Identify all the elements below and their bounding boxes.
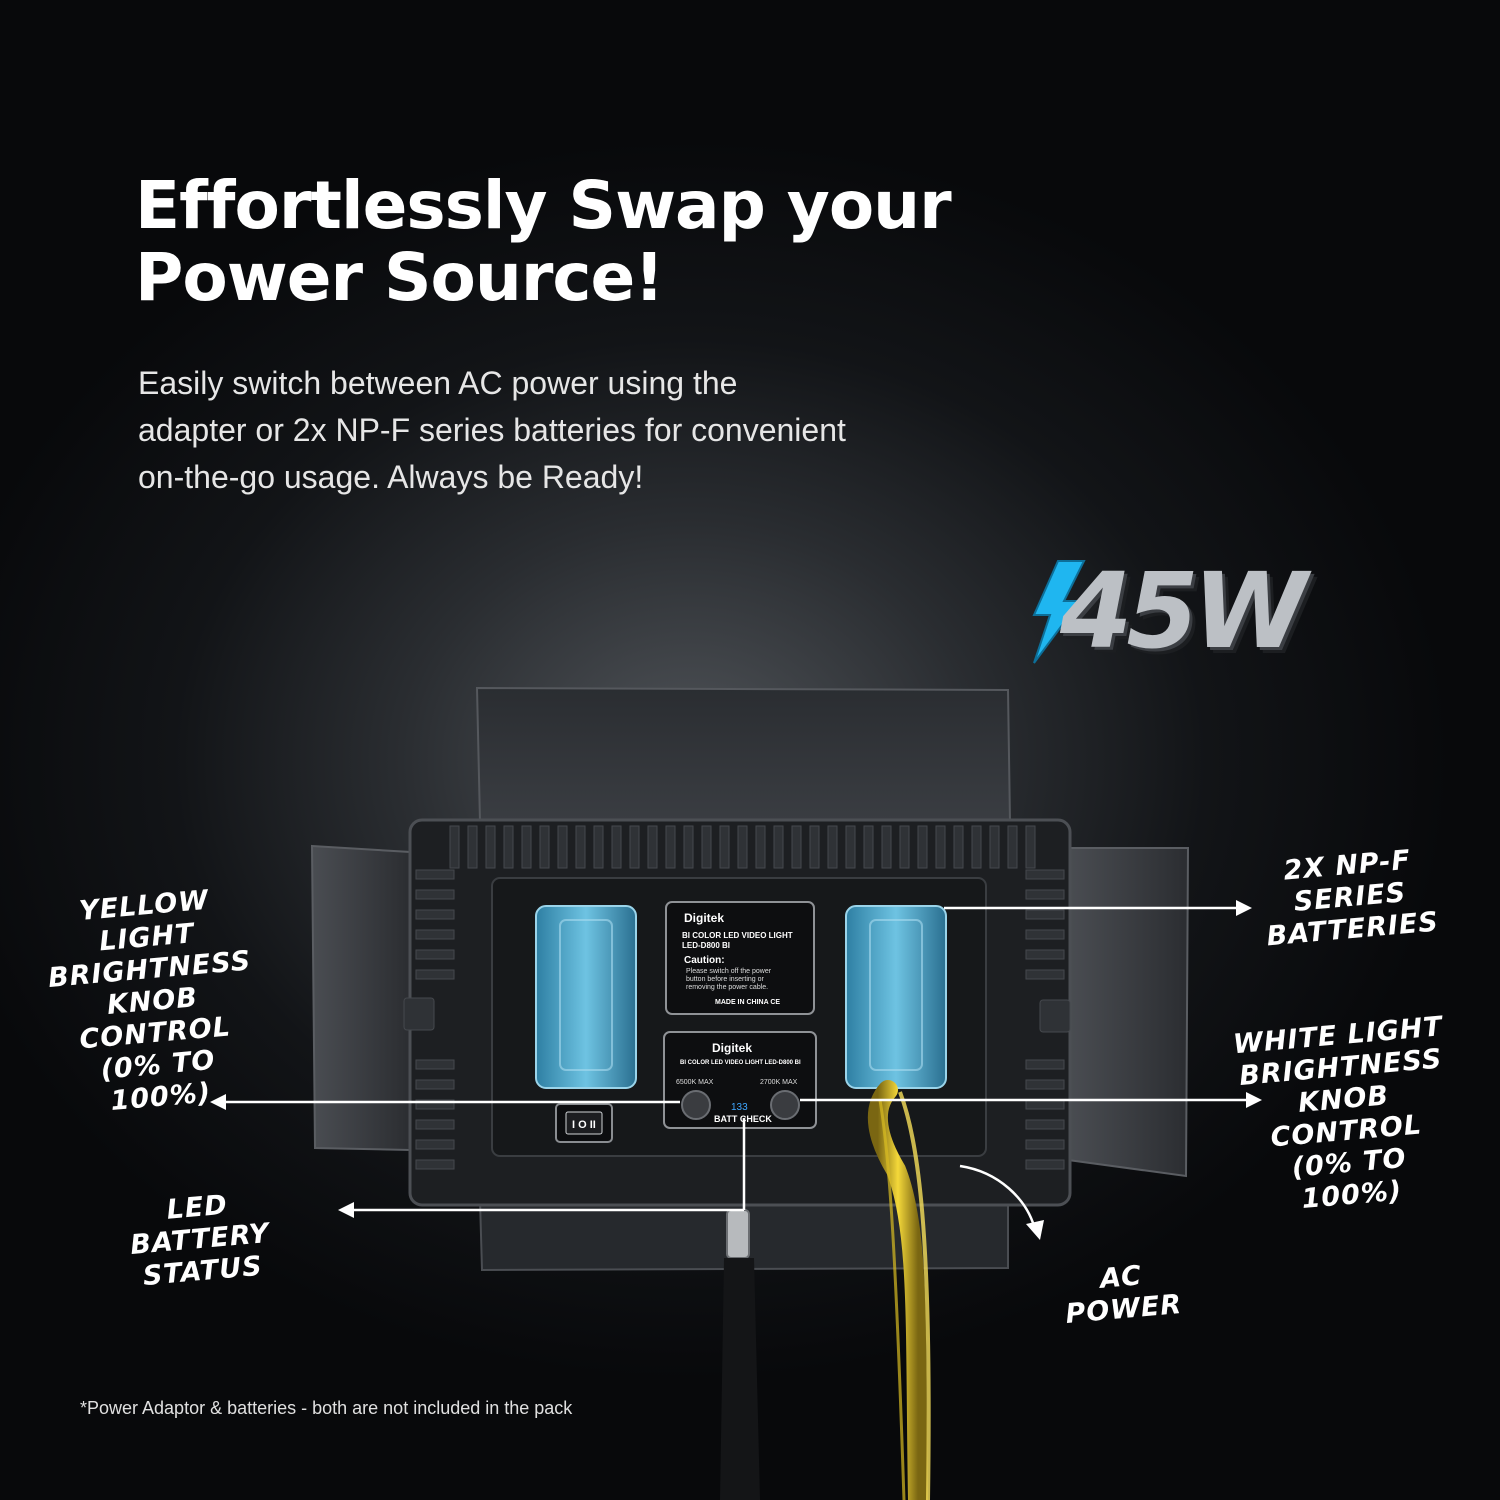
barn-doors bbox=[310, 686, 1190, 1272]
panel-brand-text: Digitek bbox=[712, 1041, 752, 1055]
caution-line-1: Please switch off the power bbox=[686, 968, 772, 975]
description: Easily switch between AC power using the… bbox=[138, 360, 998, 501]
headline: Effortlessly Swap your Power Source! bbox=[135, 170, 1035, 314]
ac-power-arrow-head bbox=[1026, 1220, 1044, 1240]
cool-brightness-knob bbox=[681, 1090, 711, 1120]
top-barn-door bbox=[475, 686, 1012, 823]
headline-line-2: Power Source! bbox=[135, 239, 664, 316]
wattage-badge: 45W bbox=[1020, 555, 1360, 670]
caution-line-3: removing the power cable. bbox=[686, 984, 768, 991]
caution-title: Caution: bbox=[684, 955, 725, 966]
description-line-3: on-the-go usage. Always be Ready! bbox=[138, 459, 644, 495]
power-switch: I O II bbox=[555, 1103, 613, 1143]
brand-text: Digitek bbox=[684, 911, 724, 925]
origin-text: MADE IN CHINA CE bbox=[715, 999, 780, 1006]
callout-battery-status: LED Battery Status bbox=[91, 1183, 309, 1297]
callout-batteries: 2x NP-F Series Batteries bbox=[1251, 842, 1449, 954]
headline-line-1: Effortlessly Swap your bbox=[135, 167, 952, 244]
battery-display: 133 bbox=[731, 1102, 748, 1113]
description-line-1: Easily switch between AC power using the bbox=[138, 365, 738, 401]
control-panel: Digitek BI COLOR LED VIDEO LIGHT LED-D80… bbox=[663, 1031, 817, 1129]
disclaimer-footnote: *Power Adaptor & batteries - both are no… bbox=[80, 1398, 573, 1418]
lightning-bolt-icon bbox=[1032, 560, 1086, 664]
ac-power-cable bbox=[867, 1080, 931, 1500]
batteries-arrow-head bbox=[1236, 900, 1252, 916]
white-knob-arrow-head bbox=[1246, 1092, 1262, 1108]
battery-status-arrow-head bbox=[338, 1202, 354, 1218]
model-line-1: BI COLOR LED VIDEO LIGHT bbox=[682, 931, 793, 940]
battery-left bbox=[535, 905, 637, 1089]
battery-right bbox=[845, 905, 947, 1089]
callout-white-knob: White Light Brightness Knob Control (0% … bbox=[1227, 1011, 1463, 1221]
model-line-2: LED-D800 BI bbox=[682, 941, 730, 950]
left-barn-door bbox=[310, 844, 411, 1152]
caution-line-2: button before inserting or bbox=[686, 976, 764, 983]
ac-power-arrow-line bbox=[959, 1164, 1036, 1227]
callout-arrows bbox=[210, 900, 1262, 1240]
wattage-text: 45W bbox=[1060, 550, 1307, 672]
warm-brightness-knob bbox=[770, 1090, 800, 1120]
panel-model-text: BI COLOR LED VIDEO LIGHT LED-D800 BI bbox=[680, 1060, 801, 1066]
switch-label: I O II bbox=[572, 1119, 596, 1131]
cool-knob-label: 6500K MAX bbox=[676, 1079, 714, 1086]
info-label-plate: Digitek BI COLOR LED VIDEO LIGHT LED-D80… bbox=[665, 901, 815, 1015]
right-barn-door bbox=[1067, 847, 1190, 1178]
warm-knob-label: 2700K MAX bbox=[760, 1079, 798, 1086]
description-line-2: adapter or 2x NP-F series batteries for … bbox=[138, 412, 846, 448]
yellow-knob-arrow-head bbox=[210, 1094, 226, 1110]
callout-yellow-knob: Yellow Light Brightness Knob Control (0%… bbox=[31, 881, 275, 1124]
